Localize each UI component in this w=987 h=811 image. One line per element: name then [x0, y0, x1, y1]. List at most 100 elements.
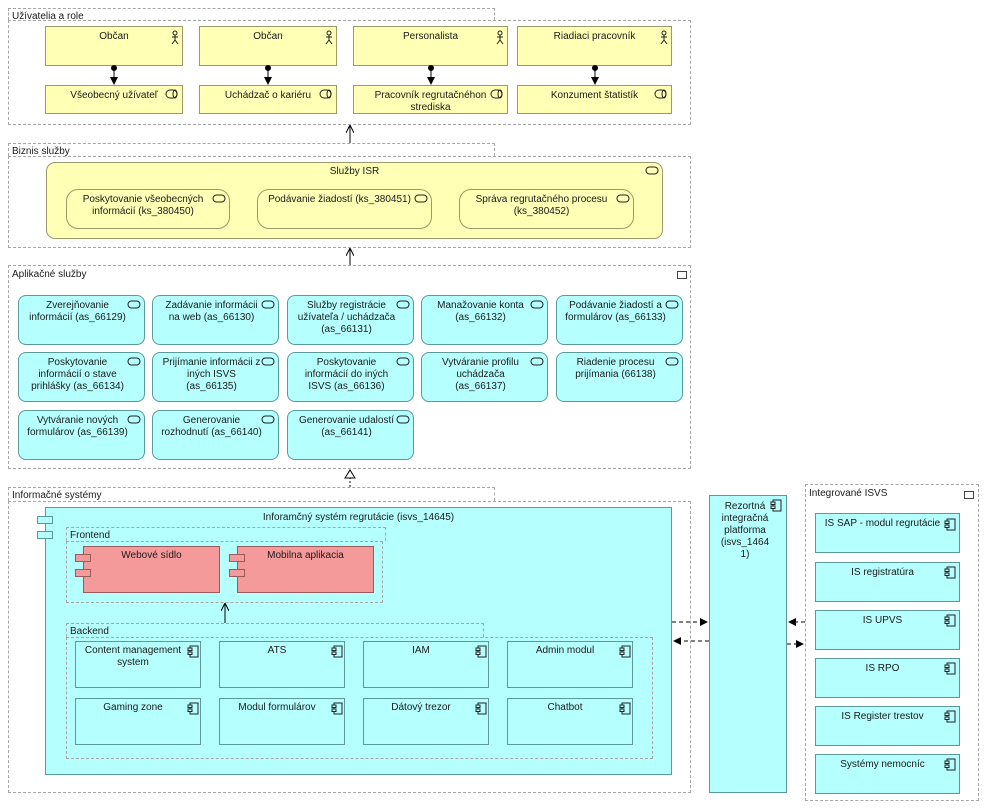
group-business — [8, 156, 691, 248]
frontend-component[interactable]: Mobilna aplikacia — [237, 546, 374, 593]
app-service-label: Vytváranie nových formulárov (as_66139) — [27, 415, 128, 438]
backend-component[interactable]: Admin modul — [507, 641, 633, 688]
integrated-system-label: IS SAP - modul regrutácie — [824, 518, 941, 529]
group-title-users: Užívatelia a role — [12, 11, 84, 22]
component-icon — [37, 516, 53, 524]
app-service-label: Manažovanie konta (as_66132) — [437, 300, 524, 323]
actor-box[interactable]: Občan — [45, 26, 183, 66]
component-icon — [75, 554, 91, 562]
backend-component[interactable]: IAM — [363, 641, 489, 688]
service-icons — [127, 300, 679, 424]
frontend-component[interactable]: Webové sídlo — [83, 546, 220, 593]
group-integrated: Integrované ISVS — [805, 484, 979, 801]
group-tab-infosystems: Informačné systémy — [8, 487, 495, 501]
integrated-system[interactable]: IS Register trestov — [815, 706, 960, 746]
integrated-system[interactable]: IS registratúra — [815, 562, 960, 602]
role-icon — [654, 89, 667, 99]
group-title-infosystems: Informačné systémy — [12, 490, 102, 501]
group-application: Aplikačné služby — [8, 265, 691, 469]
group-title-application: Aplikačné služby — [12, 269, 87, 280]
frontend-tab: Frontend — [66, 527, 386, 541]
group-title-integrated: Integrované ISVS — [809, 488, 888, 499]
actor-box[interactable]: Riadiaci pracovník — [517, 26, 672, 66]
main-system-title: Inforamčný systém regrutácie (isvs_14645… — [262, 512, 455, 523]
actor-label: Občan — [99, 31, 129, 42]
component-icons — [187, 499, 956, 771]
actor-label: Občan — [253, 31, 283, 42]
backend-component[interactable]: Content management system — [75, 641, 201, 688]
role-box[interactable]: Pracovník regrutačnéhon strediska — [353, 85, 508, 114]
actor-box[interactable]: Občan — [199, 26, 337, 66]
app-service[interactable]: Zverejňovanie informácií (as_66129) — [18, 295, 145, 345]
app-service-label: Vytváranie profilu uchádzača (as_66137) — [442, 357, 519, 392]
realization-connector — [344, 469, 356, 487]
backend-component[interactable]: Dátový trezor — [363, 698, 489, 745]
backend-component[interactable]: Gaming zone — [75, 698, 201, 745]
integrated-system-label: Systémy nemocníc — [840, 759, 925, 770]
backend-component[interactable]: ATS — [219, 641, 345, 688]
backend-group — [66, 637, 653, 759]
role-box[interactable]: Všeobecný užívateľ — [45, 85, 183, 114]
integrated-system[interactable]: IS RPO — [815, 658, 960, 698]
group-tab-business: Biznis služby — [8, 143, 495, 157]
role-box[interactable]: Uchádzač o kariéru — [199, 85, 337, 114]
app-service-label: Prijímanie informácii z iných ISVS (as_6… — [162, 357, 261, 392]
role-icon — [490, 89, 503, 99]
app-service[interactable]: Manažovanie konta (as_66132) — [421, 295, 548, 345]
integrated-system[interactable]: Systémy nemocníc — [815, 754, 960, 794]
integrated-system-label: IS UPVS — [862, 615, 903, 626]
app-service[interactable]: Generovanie rozhodnutí (as_66140) — [152, 410, 279, 460]
app-service[interactable]: Riadenie procesu prijímania (66138) — [556, 352, 683, 402]
backend-component-label: Gaming zone — [103, 702, 163, 713]
integration-platform[interactable]: Rezortná integračná platforma (isvs_1464… — [709, 495, 787, 793]
integrated-system[interactable]: IS UPVS — [815, 610, 960, 650]
role-label: Všeobecný užívateľ — [70, 90, 158, 101]
business-service-title: Služby ISR — [329, 166, 380, 177]
business-service-label: Správa regrutačného procesu (ks_380452) — [475, 194, 608, 217]
service-icon — [212, 194, 226, 203]
role-box[interactable]: Konzument štatistík — [517, 85, 672, 114]
app-service[interactable]: Služby registrácie užívateľa / uchádzača… — [287, 295, 414, 345]
app-service[interactable]: Vytváranie profilu uchádzača (as_66137) — [421, 352, 548, 402]
actor-icon — [660, 30, 668, 45]
role-label: Uchádzač o kariéru — [224, 90, 312, 101]
actor-icon — [496, 30, 504, 45]
frontend-component-label: Mobilna aplikacia — [267, 550, 344, 561]
integrated-system-label: IS Register trestov — [841, 711, 924, 722]
app-service[interactable]: Poskytovanie informácií do iných ISVS (a… — [287, 352, 414, 402]
service-icon — [645, 166, 659, 175]
backend-component-label: ATS — [267, 645, 287, 656]
app-service[interactable]: Zadávanie informácii na web (as_66130) — [152, 295, 279, 345]
app-service[interactable]: Podávanie žiadostí a formulárov (as_6613… — [556, 295, 683, 345]
business-service[interactable]: Správa regrutačného procesu (ks_380452) — [459, 189, 634, 229]
actor-box[interactable]: Personalista — [353, 26, 508, 66]
app-service-label: Zverejňovanie informácií (as_66129) — [29, 300, 126, 323]
backend-component[interactable]: Chatbot — [507, 698, 633, 745]
folder-icon — [677, 271, 687, 279]
service-icon — [616, 194, 630, 203]
group-infosystems — [8, 501, 691, 793]
app-service[interactable]: Prijímanie informácii z iných ISVS (as_6… — [152, 352, 279, 402]
folder-icon — [964, 491, 974, 499]
app-service[interactable]: Vytváranie nových formulárov (as_66139) — [18, 410, 145, 460]
component-icon — [37, 531, 53, 539]
component-icon — [75, 569, 91, 577]
app-service[interactable]: Poskytovanie informácií o stave prihlášk… — [18, 352, 145, 402]
actor-label: Personalista — [402, 31, 459, 42]
flow-connectors — [672, 618, 805, 648]
business-service[interactable]: Podávanie žiadostí (ks_380451) — [257, 189, 432, 229]
integrated-system[interactable]: IS SAP - modul regrutácie — [815, 513, 960, 553]
app-service-label: Riadenie procesu prijímania (66138) — [575, 357, 656, 380]
service-icon — [414, 194, 428, 203]
business-service[interactable]: Poskytovanie všeobecných informácií (ks_… — [66, 189, 230, 229]
frontend-title: Frontend — [70, 530, 111, 541]
app-service[interactable]: Generovanie udalostí (as_66141) — [287, 410, 414, 460]
app-service-label: Poskytovanie informácií o stave prihlášk… — [31, 357, 124, 392]
group-tab-users: Užívatelia a role — [8, 8, 495, 22]
backend-component-label: Dátový trezor — [391, 702, 451, 713]
backend-component[interactable]: Modul formulárov — [219, 698, 345, 745]
backend-component-label: Content management system — [84, 645, 182, 668]
role-label: Konzument štatistík — [550, 90, 639, 101]
backend-component-label: IAM — [412, 645, 430, 656]
role-label: Pracovník regrutačnéhon strediska — [374, 90, 487, 113]
